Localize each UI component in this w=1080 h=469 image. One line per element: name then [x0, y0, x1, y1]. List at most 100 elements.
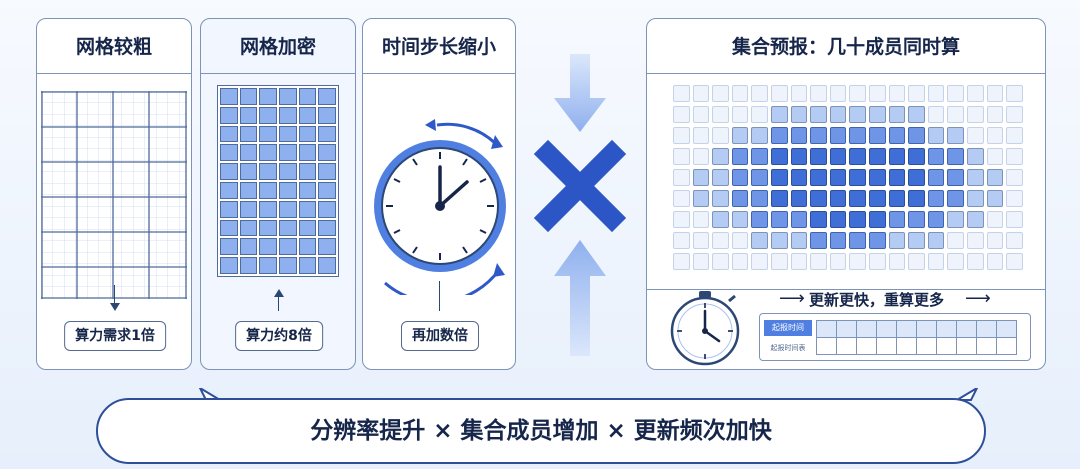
grid-cell — [220, 257, 238, 274]
compute-chip-dense: 算力约8倍 — [235, 321, 323, 351]
ensemble-cell — [888, 85, 906, 102]
grid-cell — [259, 88, 277, 105]
ensemble-cell — [692, 127, 710, 144]
ensemble-cell — [692, 169, 710, 186]
ensemble-cell — [908, 253, 925, 270]
grid-cell — [318, 182, 336, 199]
ensemble-cell — [790, 190, 808, 207]
schedule-cell — [816, 337, 837, 355]
schedule-cell — [916, 320, 937, 338]
ensemble-cell — [731, 190, 749, 207]
arrowhead — [110, 303, 120, 311]
ensemble-cell — [986, 148, 1004, 165]
schedule-table: 起报时间 起报时间表 — [759, 313, 1031, 361]
ensemble-cell — [712, 85, 729, 102]
ensemble-cell — [810, 85, 827, 102]
ensemble-cell — [829, 190, 847, 207]
compute-chip-timestep: 再加数倍 — [401, 321, 479, 351]
ensemble-cell — [810, 169, 827, 186]
grid-cell — [318, 125, 336, 143]
schedule-cell — [876, 320, 897, 338]
ensemble-cell — [1006, 169, 1023, 186]
ensemble-cell — [731, 253, 749, 270]
ensemble-cell — [771, 169, 788, 186]
ensemble-cell — [947, 232, 964, 249]
divider — [37, 73, 191, 74]
ensemble-cell — [771, 253, 788, 270]
schedule-cell — [936, 337, 957, 355]
grid-cell — [279, 163, 297, 180]
ensemble-cell — [673, 106, 690, 123]
ensemble-cell — [751, 190, 768, 207]
grid-cell — [259, 238, 277, 256]
ensemble-cell — [967, 106, 984, 123]
table-row-label-1: 起报时间 — [764, 320, 812, 336]
multiply-icon — [533, 54, 627, 356]
grid-cell — [259, 200, 277, 218]
ensemble-cell — [849, 106, 866, 123]
ensemble-cell — [829, 148, 847, 165]
ensemble-cell — [967, 127, 984, 144]
schedule-cell — [856, 320, 877, 338]
ensemble-cell — [751, 148, 768, 165]
grid-cell — [220, 144, 238, 162]
divider — [363, 73, 515, 74]
ensemble-cell — [908, 148, 925, 165]
schedule-cell — [916, 337, 937, 355]
ensemble-cell — [1006, 232, 1023, 249]
ensemble-cell — [771, 127, 788, 144]
dense-grid-panel: 网格加密 算力约8倍 — [200, 18, 356, 370]
ensemble-cell — [888, 190, 906, 207]
ensemble-cell — [849, 232, 866, 249]
ensemble-cell — [1006, 253, 1023, 270]
ensemble-cell — [947, 148, 964, 165]
ensemble-cell — [947, 169, 964, 186]
ensemble-cell — [927, 232, 945, 249]
ensemble-cell — [849, 85, 866, 102]
arrow-right-icon: ⟶ — [779, 288, 805, 309]
speed-caption: 更新更快，重算更多 — [809, 291, 945, 309]
ensemble-cell — [731, 211, 749, 228]
ensemble-cell — [712, 148, 729, 165]
divider — [201, 73, 355, 74]
schedule-cell — [836, 320, 857, 338]
ensemble-cell — [869, 106, 886, 123]
ensemble-cell — [712, 253, 729, 270]
schedule-cell — [896, 337, 917, 355]
ensemble-cell — [692, 253, 710, 270]
ensemble-cell — [790, 127, 808, 144]
ensemble-cell — [927, 211, 945, 228]
schedule-cell — [856, 337, 877, 355]
ensemble-cell — [731, 127, 749, 144]
grid-cell — [298, 163, 317, 180]
ensemble-cell — [692, 148, 710, 165]
ensemble-cell — [947, 106, 964, 123]
ensemble-cell — [967, 211, 984, 228]
ensemble-cell — [692, 211, 710, 228]
grid-cell — [259, 257, 277, 274]
grid-cell — [279, 238, 297, 256]
panel-title-dense: 网格加密 — [239, 36, 316, 58]
grid-cell — [279, 144, 297, 162]
ensemble-cell — [712, 127, 729, 144]
grid-cell — [220, 163, 238, 180]
ensemble-cell — [731, 169, 749, 186]
ensemble-cell — [849, 190, 866, 207]
ensemble-cell — [692, 106, 710, 123]
ensemble-grid — [673, 81, 1027, 281]
grid-cell — [318, 200, 336, 218]
ensemble-cell — [986, 253, 1004, 270]
ensemble-cell — [810, 190, 827, 207]
schedule-grid — [816, 320, 1017, 355]
schedule-cell — [976, 320, 997, 338]
panel-title-coarse: 网格较粗 — [75, 36, 152, 58]
grid-cell — [220, 238, 238, 256]
ensemble-cell — [712, 106, 729, 123]
ensemble-cell — [673, 253, 690, 270]
grid-cell — [298, 257, 317, 274]
arrow-up-icon — [274, 289, 284, 297]
schedule-cell — [936, 320, 957, 338]
ensemble-cell — [1006, 148, 1023, 165]
ensemble-cell — [967, 169, 984, 186]
ensemble-cell — [829, 253, 847, 270]
